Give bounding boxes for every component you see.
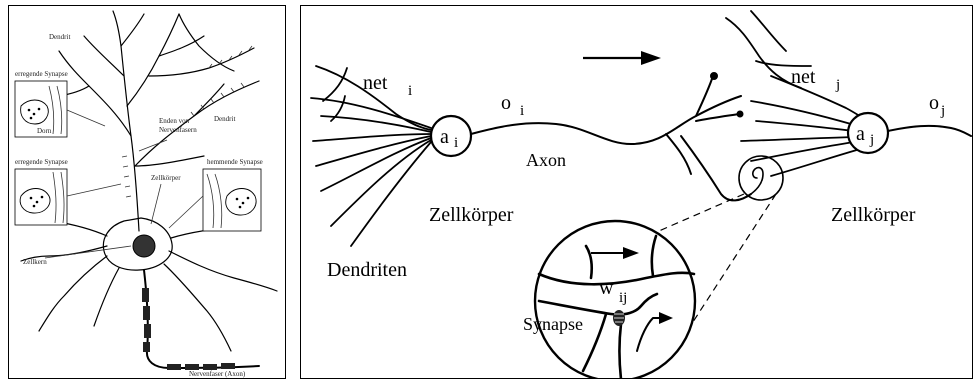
synapse-inset-3 (202, 168, 262, 232)
dendriten-label: Dendriten (327, 259, 407, 281)
net-i-subscript: i (408, 83, 412, 99)
a-j-subscript: j (869, 132, 874, 148)
a-i-label: a (440, 126, 449, 148)
neuron-model-panel: a i a j (300, 5, 973, 379)
label-nervenfasern: Nervenfasern (159, 126, 197, 134)
neuron-j: a j (846, 111, 890, 155)
axon (142, 269, 260, 370)
o-i-label: o (501, 92, 511, 114)
label-zellkoerper: Zellkörper (151, 174, 181, 182)
net-j-label: net (791, 66, 816, 88)
neuron-i: a i (429, 114, 473, 158)
label-erregende-synapse-2: erregende Synapse (15, 158, 68, 166)
o-j-label: o (929, 92, 939, 114)
signal-direction-arrow (583, 51, 661, 65)
o-j-subscript: j (940, 103, 945, 119)
w-ij-subscript: ij (619, 290, 627, 306)
neuron-illustration-panel: Dendrit erregende Synapse Dorn Dendrit E… (8, 5, 286, 379)
axon-i-j (470, 72, 764, 202)
nucleus (132, 234, 156, 258)
label-dendrit-top: Dendrit (49, 33, 70, 41)
bent-arrow-head (659, 312, 673, 324)
inner-arrow-head (623, 247, 639, 259)
label-hemmende-synapse: hemmende Synapse (207, 158, 263, 166)
synapse-highlight-circle (738, 155, 784, 201)
label-enden: Enden von (159, 117, 190, 125)
a-i-subscript: i (454, 135, 458, 151)
label-zellkern: Zellkern (23, 258, 47, 266)
axon-j-out (887, 124, 972, 137)
synapse-inset-1 (14, 80, 68, 138)
label-nervenfaser-axon: Nervenfaser (Axon) (189, 370, 246, 378)
neuron-j-circle (846, 111, 890, 155)
zellkoerper-right-label: Zellkörper (831, 204, 916, 226)
w-ij-label: w (599, 277, 614, 299)
zellkoerper-left-label: Zellkörper (429, 204, 514, 226)
magnified-synapse (533, 219, 697, 378)
synapse-knob-lines (614, 313, 624, 323)
synapse-label: Synapse (523, 314, 583, 334)
bent-arrow-line (636, 317, 664, 352)
net-j-subscript: j (835, 77, 840, 93)
dendrite-spines (121, 45, 253, 198)
axon-label: Axon (526, 150, 566, 170)
dendrites-left (310, 65, 432, 247)
a-j-label: a (856, 123, 865, 145)
leader-lines (44, 109, 204, 259)
label-dendrit-right: Dendrit (214, 115, 235, 123)
o-i-subscript: i (520, 103, 524, 119)
net-i-label: net (363, 72, 388, 94)
label-erregende-synapse-1: erregende Synapse (15, 70, 68, 78)
synapse-inset-2 (14, 168, 68, 226)
label-dorn: Dorn (37, 127, 52, 135)
neuron-i-circle (429, 114, 473, 158)
neuron-model-diagram: a i a j (310, 10, 972, 378)
neuron-illustration: Dendrit erregende Synapse Dorn Dendrit E… (14, 10, 278, 378)
cell-body (102, 217, 173, 271)
